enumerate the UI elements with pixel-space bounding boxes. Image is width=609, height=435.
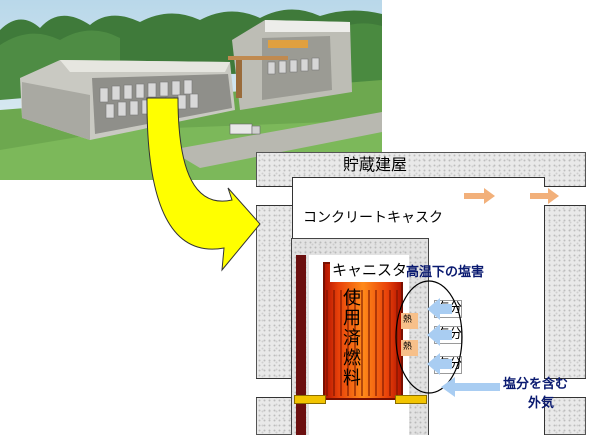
heat-box-lower <box>401 340 418 356</box>
cask-liner <box>296 255 306 435</box>
vent-upper-left <box>256 186 292 206</box>
heat-label-lower: 熱 <box>403 342 413 352</box>
outside-air-arrow-icon <box>441 377 500 397</box>
heat-label-upper: 熱 <box>403 315 413 325</box>
spent-fuel-char-1: 使 <box>343 288 361 309</box>
storage-building-label: 貯蔵建屋 <box>343 155 408 174</box>
spent-fuel-char-5: 料 <box>343 368 361 389</box>
cask-support-left <box>294 395 326 404</box>
spent-fuel-char-4: 燃 <box>343 348 361 369</box>
salt-damage-ellipse-icon <box>395 280 463 394</box>
vent-lower-left <box>256 378 292 398</box>
fuel-assembly-stripes <box>326 290 400 396</box>
exhaust-air-arrows-icon <box>464 188 559 204</box>
concrete-cask-label: コンクリートキャスク <box>303 210 443 226</box>
salt-damage-label: 高温下の塩害 <box>406 265 485 280</box>
transition-arrow-icon <box>146 97 261 272</box>
vent-lower-right <box>544 378 586 398</box>
canister-label: キャニスタ <box>332 261 408 279</box>
outside-air-label-line1: 塩分を含む <box>503 377 569 392</box>
heat-box-upper <box>401 313 418 329</box>
spent-fuel-char-3: 済 <box>343 328 361 349</box>
spent-fuel-char-2: 用 <box>343 308 361 329</box>
outside-air-label-line2: 外気 <box>528 396 555 411</box>
canister-label-background <box>330 260 406 282</box>
cask-support-right <box>395 395 427 404</box>
vent-upper-right <box>544 186 586 206</box>
salt-arrows-icon <box>427 298 452 375</box>
